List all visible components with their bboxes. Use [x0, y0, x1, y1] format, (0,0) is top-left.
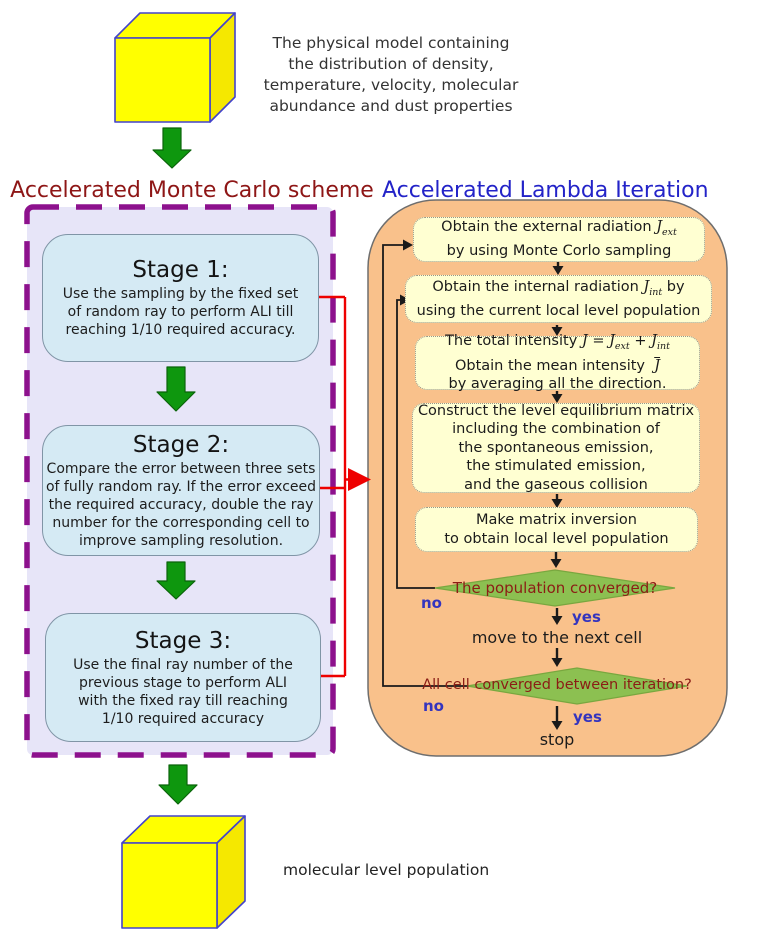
black-arrowhead-icon [552, 266, 564, 275]
level-population-cube-icon [121, 815, 246, 929]
note-line: The total intensity J = Jext + Jint [445, 332, 670, 356]
green-down-arrow-icon [158, 764, 198, 805]
move-next-cell-label: move to the next cell [471, 628, 643, 647]
black-arrowhead-icon [551, 499, 563, 508]
ali-step-equilibrium-matrix: Construct the level equilibrium matrix i… [412, 403, 700, 493]
lambda-iteration-title: Accelerated Lambda Iteration [382, 178, 709, 203]
j-symbol: J [609, 333, 615, 350]
subscript-int: int [649, 286, 663, 298]
subscript-int: int [656, 341, 670, 353]
black-arrowhead-icon [551, 616, 563, 625]
j-symbol: J [656, 219, 663, 236]
stage-2-body: Compare the error between three sets of … [45, 460, 317, 549]
black-arrowhead-icon [551, 658, 563, 667]
black-arrowhead-icon [551, 394, 563, 403]
stage-1-body: Use the sampling by the fixed set of ran… [62, 286, 299, 338]
stage-1-title: Stage 1: [132, 257, 229, 283]
text-fragment: + [629, 333, 652, 350]
cube-front-face [114, 37, 211, 123]
decision-diamond-population [434, 569, 676, 607]
j-bar-symbol: J [654, 357, 661, 374]
text-fragment: Obtain the mean intensity [454, 357, 650, 374]
black-arrowhead-icon [550, 559, 562, 568]
physical-model-description: The physical model containing the distri… [263, 34, 519, 115]
loop-population-no [396, 299, 435, 589]
black-arrowhead-icon [403, 239, 413, 251]
text-fragment: Obtain the internal radiation [432, 278, 644, 295]
text-fragment: Obtain the external radiation [441, 219, 657, 236]
stage-3-title: Stage 3: [134, 627, 232, 654]
ali-step-total-intensity: The total intensity J = Jext + Jint Obta… [415, 333, 700, 392]
black-arrowhead-icon [551, 327, 563, 336]
subscript-ext: ext [614, 341, 630, 353]
stage-2-box: Stage 2: Compare the error between three… [42, 425, 320, 556]
text-fragment: by [662, 278, 685, 295]
molecular-level-population-label: molecular level population [283, 861, 490, 879]
population-converged-question: The population converged? [452, 579, 658, 597]
stage-3-body: Use the final ray number of the previous… [73, 656, 293, 727]
physical-model-cube-icon [114, 12, 236, 123]
stop-label: stop [539, 730, 575, 749]
all-cells-no-label: no [423, 697, 444, 715]
all-cells-converged-question: All cell converged between iteration? [422, 677, 692, 693]
population-no-label: no [421, 594, 442, 612]
stage-1-box: Stage 1: Use the sampling by the fixed s… [42, 234, 319, 362]
stage-3-box: Stage 3: Use the final ray number of the… [45, 613, 321, 742]
ali-step-internal-radiation: Obtain the internal radiation Jint by us… [405, 275, 712, 323]
note-line: Obtain the internal radiation Jint by [432, 278, 684, 302]
cube-front-face [121, 842, 218, 929]
text-fragment: = [587, 333, 610, 350]
j-symbol: J [643, 278, 650, 295]
note-line: Obtain the mean intensity J [455, 357, 660, 376]
stage-2-title: Stage 2: [132, 431, 230, 458]
green-down-arrow-icon [156, 366, 196, 412]
note-line: by using Monte Corlo sampling [446, 243, 672, 260]
ali-step-external-radiation: Obtain the external radiation Jext by us… [413, 217, 705, 262]
black-arrowhead-icon [551, 721, 563, 730]
ali-step-matrix-inversion: Make matrix inversion to obtain local le… [415, 507, 698, 552]
decision-diamond-all-cells [466, 667, 688, 705]
note-line: by averaging all the direction. [448, 376, 667, 393]
note-line: using the current local level population [416, 302, 701, 319]
stages-to-ali-connector [318, 295, 350, 678]
note-line: Obtain the external radiation Jext [441, 218, 677, 242]
monte-carlo-title: Accelerated Monte Carlo scheme [10, 178, 374, 203]
text-fragment: The total intensity [445, 333, 582, 350]
population-yes-label: yes [572, 608, 601, 626]
subscript-ext: ext [662, 226, 677, 238]
j-symbol: J [651, 333, 657, 350]
green-down-arrow-icon [156, 561, 196, 600]
loop-all-cells-no [382, 244, 467, 687]
j-symbol: J [581, 333, 588, 350]
red-arrowhead-icon [348, 468, 371, 491]
green-down-arrow-icon [152, 127, 192, 169]
all-cells-yes-label: yes [573, 708, 602, 726]
